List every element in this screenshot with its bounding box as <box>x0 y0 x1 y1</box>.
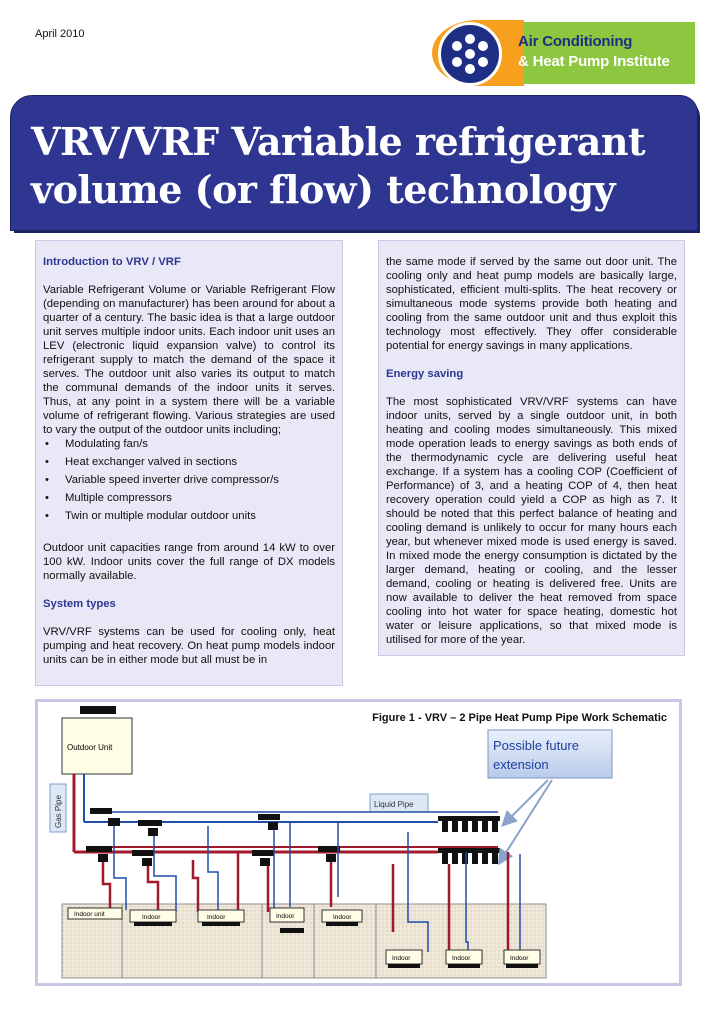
list-item: Twin or multiple modular outdoor units <box>43 509 335 523</box>
gas-drops <box>101 852 510 952</box>
left-text-column: Introduction to VRV / VRF Variable Refri… <box>35 240 343 686</box>
gas-header-ports <box>442 852 498 864</box>
liquid-pipe-label: Liquid Pipe <box>374 800 414 809</box>
schematic-figure: Figure 1 - VRV – 2 Pipe Heat Pump Pipe W… <box>35 699 682 986</box>
institute-logo: Air Conditioning & Heat Pump Institute <box>430 18 695 90</box>
svg-text:Indoor unit: Indoor unit <box>74 911 105 918</box>
branch-joints <box>86 808 340 866</box>
indoor-unit: Indoor <box>385 949 423 968</box>
title-banner: VRV/VRF Variable refrigerant volume (or … <box>10 95 698 231</box>
callout-arrow-1 <box>501 779 549 827</box>
strategy-list: Modulating fan/s Heat exchanger valved i… <box>43 437 335 523</box>
snowflake-icon <box>438 22 502 86</box>
energy-saving-paragraph: The most sophisticated VRV/VRF systems c… <box>386 396 677 646</box>
logo-green-panel <box>490 22 695 84</box>
indoor-unit: Indoor <box>197 909 245 926</box>
svg-text:Indoor: Indoor <box>392 955 411 962</box>
figure-caption: Figure 1 - VRV – 2 Pipe Heat Pump Pipe W… <box>372 712 667 724</box>
logo-line-1: Air Conditioning <box>518 33 633 50</box>
title-line-2: volume (or flow) technology <box>31 167 616 212</box>
svg-text:Indoor: Indoor <box>510 955 529 962</box>
system-types-paragraph: VRV/VRF systems can be used for cooling … <box>43 626 335 666</box>
liquid-header <box>438 816 500 821</box>
future-extension-line-2: extension <box>493 757 549 772</box>
gas-pipe-label-box <box>49 783 67 833</box>
svg-text:Indoor: Indoor <box>333 914 352 921</box>
svg-text:Indoor: Indoor <box>276 913 295 920</box>
outdoor-unit-fan <box>80 706 116 714</box>
liquid-drops <box>113 822 521 952</box>
list-item: Multiple compressors <box>43 491 335 505</box>
callout-arrow-2 <box>497 779 553 866</box>
svg-text:Indoor: Indoor <box>142 914 161 921</box>
capacity-paragraph: Outdoor unit capacities range from aroun… <box>43 542 335 582</box>
future-extension-line-1: Possible future <box>493 738 579 753</box>
outdoor-unit <box>61 717 133 775</box>
svg-text:Indoor: Indoor <box>452 955 471 962</box>
indoor-unit: Indoor <box>321 909 363 926</box>
title-line-1: VRV/VRF Variable refrigerant <box>31 119 646 164</box>
indoor-unit: Indoor <box>503 949 541 968</box>
page-title: VRV/VRF Variable refrigerant volume (or … <box>31 118 646 214</box>
svg-text:Indoor: Indoor <box>207 914 226 921</box>
logo-line-2: & Heat Pump Institute <box>518 53 670 70</box>
system-types-heading: System types <box>43 598 116 610</box>
indoor-unit: Indoor <box>445 949 483 968</box>
indoor-unit: Indoor <box>269 907 305 933</box>
outdoor-unit-label: Outdoor Unit <box>67 743 113 752</box>
gas-pipe-label: Gas Pipe <box>54 795 63 828</box>
gas-header <box>438 848 500 853</box>
list-item: Modulating fan/s <box>43 437 335 451</box>
liquid-header-ports <box>442 820 498 832</box>
logo-wordmark: Air Conditioning & Heat Pump Institute <box>518 32 670 72</box>
list-item: Heat exchanger valved in sections <box>43 455 335 469</box>
pipework-schematic: Outdoor Unit Gas Pipe Liquid Pipe <box>49 706 613 979</box>
indoor-unit: Indoor unit <box>67 907 123 920</box>
indoor-unit: Indoor <box>129 909 177 926</box>
future-extension-callout <box>487 729 613 779</box>
continued-paragraph: the same mode if served by the same out … <box>386 256 677 352</box>
issue-date: April 2010 <box>35 28 85 40</box>
list-item: Variable speed inverter drive compressor… <box>43 473 335 487</box>
intro-paragraph: Variable Refrigerant Volume or Variable … <box>43 284 335 436</box>
intro-heading: Introduction to VRV / VRF <box>43 256 181 268</box>
right-text-column: the same mode if served by the same out … <box>378 240 685 656</box>
energy-saving-heading: Energy saving <box>386 368 464 380</box>
